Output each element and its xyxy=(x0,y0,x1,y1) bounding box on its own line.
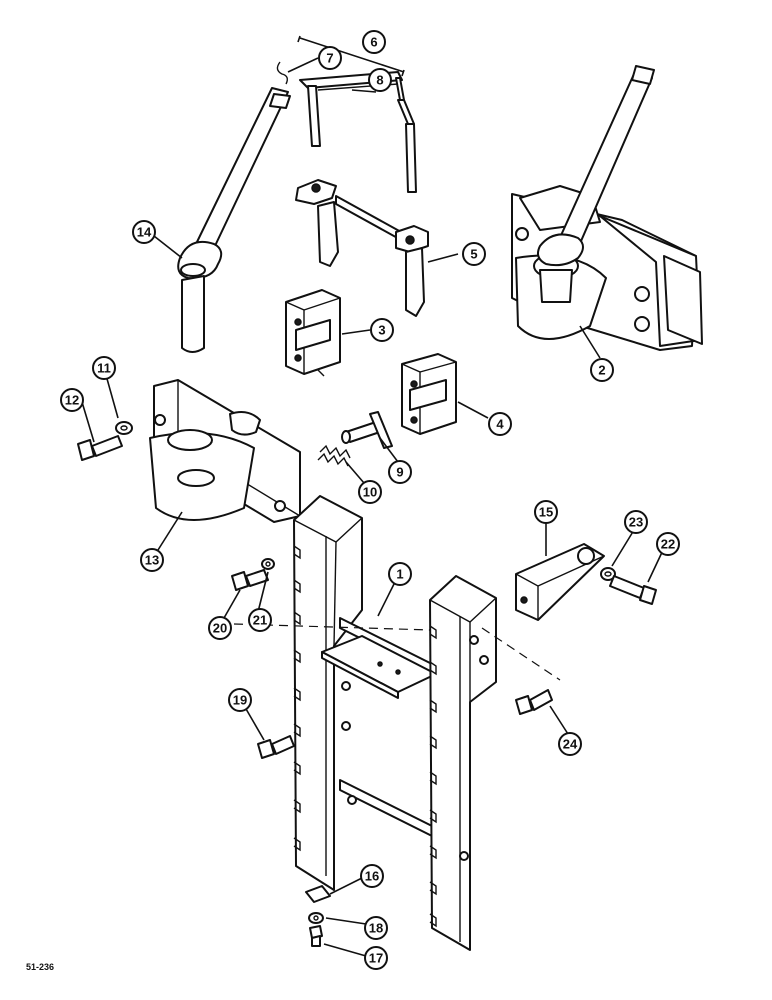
callout-label: 11 xyxy=(97,361,111,376)
callout-circle xyxy=(358,480,382,504)
callout-label: 6 xyxy=(370,35,377,50)
callout-label: 19 xyxy=(233,693,247,708)
callout-label: 13 xyxy=(145,553,159,568)
compression-spring xyxy=(317,444,351,467)
guide-block-lower xyxy=(401,353,457,435)
callout-16: 16 xyxy=(360,864,384,888)
callout-4: 4 xyxy=(488,412,512,436)
callout-14: 14 xyxy=(132,220,156,244)
callout-circle xyxy=(228,688,252,712)
callout-18: 18 xyxy=(364,916,388,940)
small-hardware xyxy=(305,885,331,947)
callout-label: 8 xyxy=(376,73,383,88)
callout-circle xyxy=(388,460,412,484)
callout-5: 5 xyxy=(462,242,486,266)
callout-circle xyxy=(208,616,232,640)
callout-22: 22 xyxy=(656,532,680,556)
bolt-22-washer-23 xyxy=(600,567,657,605)
callout-label: 21 xyxy=(253,613,267,628)
callout-6: 6 xyxy=(362,30,386,54)
main-frame xyxy=(293,495,497,951)
callout-13: 13 xyxy=(140,548,164,572)
callout-circle xyxy=(534,500,558,524)
callout-circle xyxy=(558,732,582,756)
callout-23: 23 xyxy=(624,510,648,534)
callout-label: 3 xyxy=(378,323,385,338)
callout-circle xyxy=(60,388,84,412)
callout-label: 16 xyxy=(365,869,379,884)
callout-17: 17 xyxy=(364,946,388,970)
callout-label: 18 xyxy=(369,921,383,936)
callout-12: 12 xyxy=(60,388,84,412)
callout-15: 15 xyxy=(534,500,558,524)
callout-circle xyxy=(318,46,342,70)
retaining-pin-assembly xyxy=(276,61,417,193)
callout-label: 17 xyxy=(369,951,383,966)
callout-label: 9 xyxy=(396,465,403,480)
callout-8: 8 xyxy=(368,68,392,92)
callout-24: 24 xyxy=(558,732,582,756)
callout-10: 10 xyxy=(358,480,382,504)
callout-21: 21 xyxy=(248,608,272,632)
link-plate xyxy=(515,543,605,621)
callout-circle xyxy=(388,562,412,586)
callout-circle xyxy=(248,608,272,632)
callout-label: 15 xyxy=(539,505,553,520)
callout-circle xyxy=(488,412,512,436)
figure-reference: 51-236 xyxy=(26,962,54,972)
callout-19: 19 xyxy=(228,688,252,712)
callout-label: 1 xyxy=(396,567,403,582)
callout-circle xyxy=(140,548,164,572)
bolt-24 xyxy=(515,689,553,715)
callout-circle xyxy=(590,358,614,382)
hitch-assembly xyxy=(511,65,703,351)
callout-circle xyxy=(368,68,392,92)
callout-label: 23 xyxy=(629,515,643,530)
callout-label: 5 xyxy=(470,247,477,262)
locking-pin xyxy=(341,411,393,449)
callout-3: 3 xyxy=(370,318,394,342)
swinging-drawbar-hitch xyxy=(149,379,301,523)
callout-label: 22 xyxy=(661,537,675,552)
callout-label: 10 xyxy=(363,485,377,500)
callout-20: 20 xyxy=(208,616,232,640)
callout-11: 11 xyxy=(92,356,116,380)
guide-block-upper xyxy=(285,289,341,377)
callout-label: 20 xyxy=(213,621,227,636)
alignment-line-right xyxy=(481,627,561,681)
callout-label: 7 xyxy=(326,51,333,66)
callout-label: 14 xyxy=(137,225,152,240)
callout-7: 7 xyxy=(318,46,342,70)
callout-circle xyxy=(92,356,116,380)
callout-9: 9 xyxy=(388,460,412,484)
bolt-12-washer-11 xyxy=(77,421,133,461)
callout-circle xyxy=(462,242,486,266)
lift-lever-left xyxy=(177,87,291,353)
bolt-19 xyxy=(257,735,295,759)
callout-circle xyxy=(360,864,384,888)
callout-label: 12 xyxy=(65,393,79,408)
callout-1: 1 xyxy=(388,562,412,586)
callout-circle xyxy=(362,30,386,54)
callout-circle xyxy=(624,510,648,534)
callout-label: 4 xyxy=(496,417,504,432)
callout-circle xyxy=(364,946,388,970)
callout-label: 24 xyxy=(563,737,578,752)
callout-circle xyxy=(370,318,394,342)
bolt-20-washer-21 xyxy=(231,558,275,591)
leader-lines xyxy=(81,35,665,957)
callout-circle xyxy=(364,916,388,940)
linkage-bracket xyxy=(295,179,429,317)
callout-circle xyxy=(132,220,156,244)
callout-circle xyxy=(656,532,680,556)
callout-label: 2 xyxy=(598,363,605,378)
callout-2: 2 xyxy=(590,358,614,382)
